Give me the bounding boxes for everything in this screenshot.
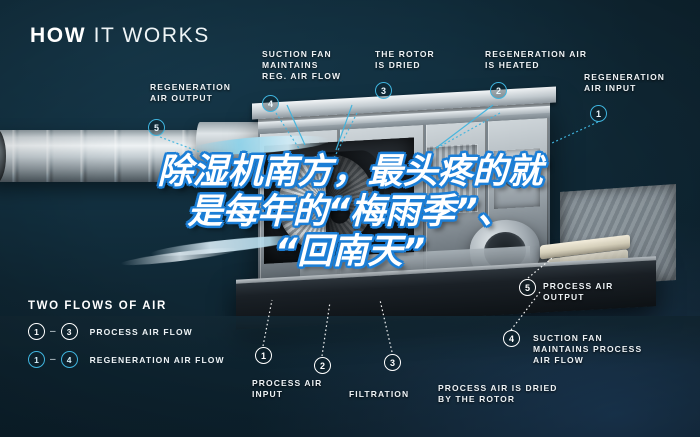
floor-shading xyxy=(0,316,700,366)
fan-housing xyxy=(494,148,540,209)
label-process-air-output: PROCESS AIR OUTPUT xyxy=(543,281,614,303)
legend-label-regeneration-air-flow: REGENERATION AIR FLOW xyxy=(89,354,225,365)
legend-marker-to: 3 xyxy=(60,323,78,340)
label-process-air-input: PROCESS AIR INPUT xyxy=(252,378,323,400)
page-title: HOW IT WORKS xyxy=(30,24,210,48)
legend-two-flows-of-air: TWO FLOWS OF AIR 1 – 3 PROCESS AIR FLOW … xyxy=(28,300,225,379)
marker-4-suction-fan-process-air-flow[interactable]: 4 xyxy=(503,330,520,347)
label-suction-fan-reg-air-flow: SUCTION FAN MAINTAINS REG. AIR FLOW xyxy=(262,49,342,82)
label-process-air-is-dried-by-the-rotor: PROCESS AIR IS DRIED BY THE ROTOR xyxy=(438,383,558,405)
marker-3-the-rotor-is-dried[interactable]: 3 xyxy=(375,82,392,99)
duct-opening xyxy=(0,128,6,184)
label-filtration: FILTRATION xyxy=(349,389,410,399)
marker-2-filtration[interactable]: 2 xyxy=(314,357,331,374)
page-title-light: IT WORKS xyxy=(93,24,210,47)
legend-marker-from: 1 xyxy=(28,323,45,340)
legend-heading: TWO FLOWS OF AIR xyxy=(28,300,167,312)
legend-row-process-air-flow: 1 – 3 PROCESS AIR FLOW xyxy=(28,323,225,340)
marker-3-process-air-is-dried-by-the-rotor[interactable]: 3 xyxy=(384,354,401,371)
filter-block xyxy=(426,143,478,215)
legend-dash: – xyxy=(50,326,56,337)
marker-4-suction-fan-reg-air-flow[interactable]: 4 xyxy=(262,95,279,112)
legend-dash: – xyxy=(50,354,56,365)
label-regeneration-air-output: REGENERATION AIR OUTPUT xyxy=(150,82,232,104)
legend-marker-to: 4 xyxy=(60,351,78,368)
cabinet-interior xyxy=(264,137,414,264)
label-regeneration-air-is-heated: REGENERATION AIR IS HEATED xyxy=(485,49,588,71)
legend-label-process-air-flow: PROCESS AIR FLOW xyxy=(89,326,193,337)
legend-row-regeneration-air-flow: 1 – 4 REGENERATION AIR FLOW xyxy=(28,351,225,368)
label-suction-fan-process-air-flow: SUCTION FAN MAINTAINS PROCESS AIR FLOW xyxy=(533,333,643,366)
marker-1-process-air-input[interactable]: 1 xyxy=(255,347,272,364)
page-title-bold: HOW xyxy=(30,24,87,47)
rotor-shadow xyxy=(326,149,384,253)
marker-2-regeneration-air-is-heated[interactable]: 2 xyxy=(490,82,507,99)
label-regeneration-air-input: REGENERATION AIR INPUT xyxy=(584,72,666,94)
marker-1-regeneration-air-input[interactable]: 1 xyxy=(590,105,607,122)
label-the-rotor-is-dried: THE ROTOR IS DRIED xyxy=(375,49,435,71)
marker-5-regeneration-air-output[interactable]: 5 xyxy=(148,119,165,136)
legend-marker-from: 1 xyxy=(28,351,45,368)
marker-5-process-air-output[interactable]: 5 xyxy=(519,279,536,296)
